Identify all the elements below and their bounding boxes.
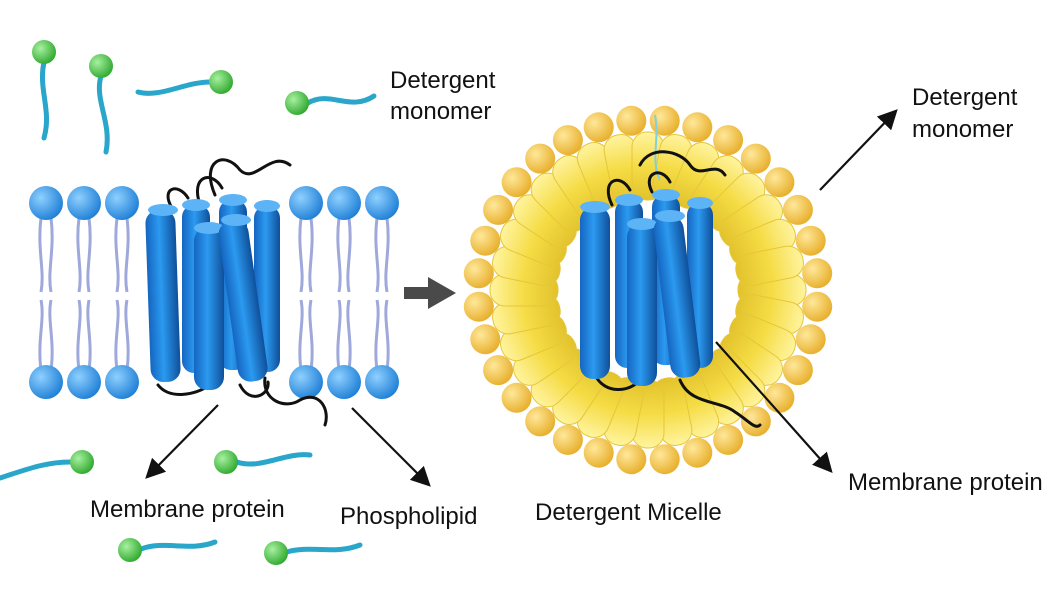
micelle-detergent-head	[740, 143, 771, 174]
label-detergent-monomer-right-line1: Detergent	[912, 84, 1018, 111]
micelle-detergent-head	[713, 424, 744, 455]
micelle-detergent-head	[649, 444, 680, 475]
micelle-detergent-head	[802, 291, 833, 322]
helix	[194, 222, 224, 390]
pointer-membrane-protein-left	[145, 404, 219, 479]
pointer-arrows	[145, 109, 898, 487]
phospholipid-group-right	[289, 186, 399, 399]
process-arrow	[404, 277, 456, 309]
micelle-detergent-head	[764, 382, 795, 413]
micelle-detergent-head	[616, 444, 647, 475]
micelle-detergent-head	[463, 291, 494, 322]
micelle-detergent-head	[649, 105, 680, 136]
detergent-monomer	[0, 450, 94, 481]
detergent-monomer	[214, 450, 313, 474]
label-detergent-monomer-right-line2: monomer	[912, 116, 1013, 143]
micelle-inner-strand	[654, 114, 661, 181]
micelle-detergent-head	[713, 125, 744, 156]
pointer-phospholipid	[351, 407, 431, 487]
micelle-detergent-head	[525, 143, 556, 174]
detergent-monomer	[89, 54, 113, 155]
micelle-detergent-head	[525, 406, 556, 437]
label-detergent-micelle: Detergent Micelle	[535, 499, 722, 526]
micelle-detergent-head	[764, 167, 795, 198]
lipid-bilayer	[29, 186, 399, 399]
micelle-detergent-head	[501, 167, 532, 198]
micelle-detergent-head	[552, 424, 583, 455]
membrane-protein-left	[145, 158, 328, 427]
helix	[580, 201, 610, 379]
micelle-detergent-head	[583, 437, 614, 468]
micelle-detergent-head	[552, 125, 583, 156]
label-membrane-protein-left: Membrane protein	[90, 496, 285, 523]
labels: Detergent monomer Detergent monomer Memb…	[90, 67, 1043, 530]
pointer-membrane-protein-right	[715, 341, 833, 473]
helix	[627, 218, 657, 386]
label-detergent-monomer-left-line1: Detergent	[390, 67, 496, 94]
micelle-detergent-head	[470, 324, 501, 355]
phospholipid-group-left	[29, 186, 139, 399]
micelle-detergent-head	[682, 437, 713, 468]
helix	[653, 210, 701, 378]
detergent-monomer	[118, 538, 218, 562]
micelle-detergent-head	[795, 324, 826, 355]
detergent-monomer	[285, 91, 377, 115]
micelle-detergent-head	[483, 355, 514, 386]
micelle-detergent-head	[782, 194, 813, 225]
label-phospholipid: Phospholipid	[340, 503, 477, 530]
micelle-detergent-head	[470, 225, 501, 256]
micelle-detergent-head	[795, 225, 826, 256]
micelle-detergent-head	[802, 258, 833, 289]
label-detergent-monomer-left-line2: monomer	[390, 98, 491, 125]
micelle-detergent-head	[740, 406, 771, 437]
label-membrane-protein-right: Membrane protein	[848, 469, 1043, 496]
micelle-detergent-head	[583, 112, 614, 143]
micelle-detergent-head	[501, 382, 532, 413]
detergent-micelle	[463, 105, 833, 475]
helix	[218, 214, 268, 382]
micelle-detergent-head	[483, 194, 514, 225]
membrane-protein-in-micelle	[580, 150, 762, 428]
micelle-detergent-head	[682, 112, 713, 143]
helix	[145, 204, 181, 383]
pointer-detergent-monomer-right	[819, 109, 898, 191]
detergent-monomer	[264, 541, 363, 565]
micelle-detergent-head	[616, 105, 647, 136]
micelle-detergent-tail	[735, 245, 804, 286]
micelle-detergent-head	[782, 355, 813, 386]
detergent-monomer	[135, 70, 233, 96]
free-detergent-monomers	[0, 40, 377, 565]
detergent-monomer	[32, 40, 56, 141]
micelle-detergent-head	[463, 258, 494, 289]
